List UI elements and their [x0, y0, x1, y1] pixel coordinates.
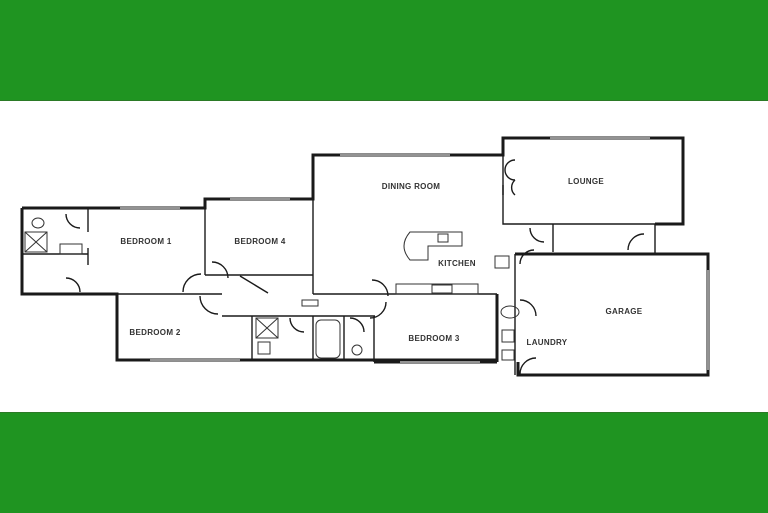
room-label-garage: GARAGE: [606, 307, 643, 316]
room-label-bedroom-2: BEDROOM 2: [129, 328, 180, 337]
hallway-cupboard-tag: [301, 299, 319, 307]
bottom-green-banner: [0, 412, 768, 513]
fixtures: [24, 217, 520, 361]
room-label-dining: DINING ROOM: [382, 182, 440, 191]
top-green-banner: [0, 0, 768, 101]
room-label-lounge: LOUNGE: [568, 177, 604, 186]
room-label-laundry: LAUNDRY: [527, 338, 568, 347]
room-label-kitchen: KITCHEN: [438, 259, 476, 268]
exterior-walls: [20, 136, 710, 377]
interior-walls: [22, 155, 683, 375]
room-label-bedroom-1: BEDROOM 1: [120, 237, 171, 246]
floor-plan: DINING ROOM LOUNGE BEDROOM 1 BEDROOM 4 K…: [0, 100, 768, 412]
room-label-bedroom-4: BEDROOM 4: [234, 237, 285, 246]
room-label-bedroom-3: BEDROOM 3: [408, 334, 459, 343]
door-swings: [65, 159, 645, 375]
windows: [120, 137, 709, 370]
